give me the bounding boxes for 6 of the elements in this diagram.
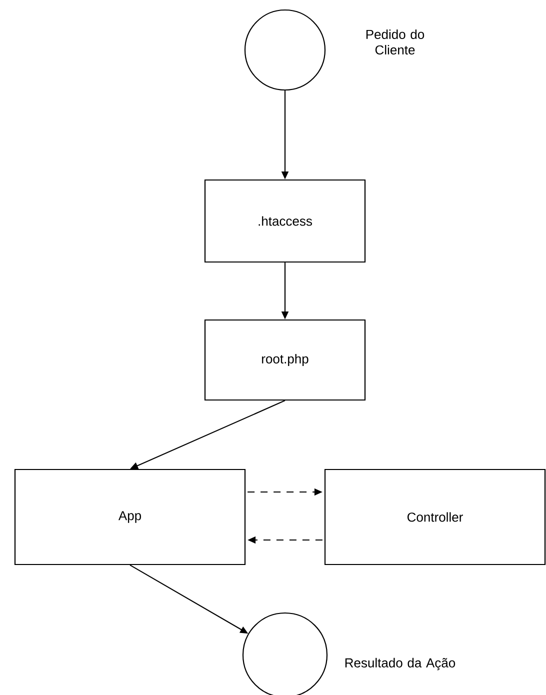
process-box: App [14, 468, 246, 566]
process-box: .htaccess [204, 179, 366, 263]
process-box: root.php [204, 319, 366, 401]
node-caption: Pedido do Cliente [366, 29, 424, 55]
node-caption: Resultado da Ação [345, 658, 456, 670]
process-box: Controller [324, 468, 546, 566]
